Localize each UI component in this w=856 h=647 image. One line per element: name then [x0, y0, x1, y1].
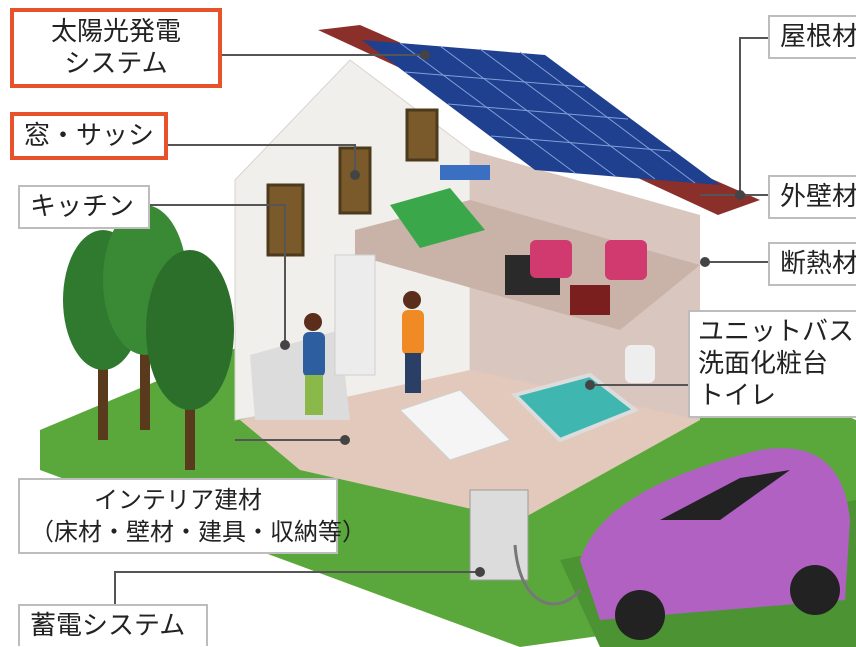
leader-lines [114, 37, 768, 610]
bed [390, 188, 485, 248]
label-roof-material: 屋根材 [768, 15, 856, 59]
side-table [570, 285, 610, 315]
toilet [625, 345, 655, 383]
label-window-sash: 窓・サッシ [10, 112, 168, 160]
bathtub [511, 372, 639, 443]
fridge [334, 254, 376, 376]
people [303, 291, 424, 415]
label-solar-system: 太陽光発電 システム [10, 8, 222, 88]
electric-car [580, 448, 850, 640]
label-bath-toilet: ユニットバス 洗面化粧台 トイレ [688, 310, 856, 418]
solar-grid [399, 42, 696, 184]
window-1 [405, 108, 439, 162]
charging-cable [513, 544, 582, 606]
label-interior-materials: インテリア建材 （床材・壁材・建具・収納等） [18, 478, 366, 554]
leader-dots [280, 50, 745, 577]
armchair-1 [530, 240, 572, 278]
trees [63, 205, 234, 470]
label-storage-system: 蓄電システム [18, 604, 208, 646]
label-exterior-wall: 外壁材 [768, 175, 856, 219]
label-kitchen: キッチン [18, 185, 150, 229]
label-insulation: 断熱材 [768, 242, 856, 286]
armchair-2 [605, 240, 647, 280]
desk [440, 165, 490, 180]
dining-table [399, 389, 511, 461]
